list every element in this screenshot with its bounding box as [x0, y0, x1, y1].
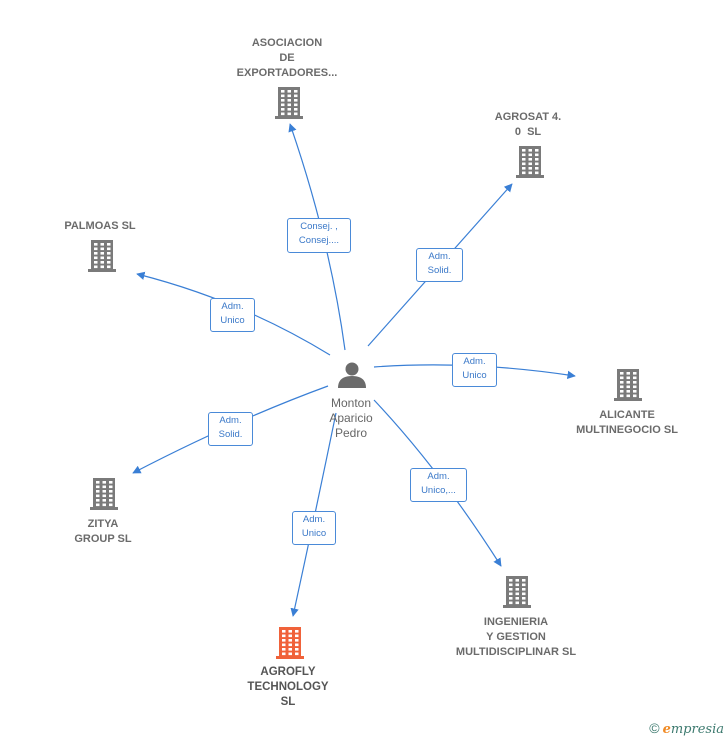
company-name-line: EXPORTADORES... [236, 67, 338, 79]
person-name-line: Pedro [334, 426, 368, 440]
company-name-line: GROUP SL [74, 533, 132, 545]
relation-label-line: Adm. [302, 514, 326, 525]
building-icon[interactable] [90, 478, 118, 510]
company-name-ingenieria[interactable]: INGENIERIA Y GESTION MULTIDISCIPLINAR SL [436, 615, 596, 660]
company-name-line: ZITYA [87, 518, 119, 530]
relation-label-line: Adm. [219, 415, 242, 426]
building-icon[interactable] [516, 146, 544, 178]
relation-label-ingenieria[interactable]: Adm. Unico,... [410, 468, 467, 502]
relation-label-line: Adm. [221, 301, 244, 312]
relation-label-alicante[interactable]: Adm. Unico [452, 353, 497, 387]
company-name-alicante[interactable]: ALICANTE MULTINEGOCIO SL [547, 408, 707, 438]
building-icon[interactable] [614, 369, 642, 401]
company-name-agrosat[interactable]: AGROSAT 4. 0 SL [448, 110, 608, 140]
relation-label-asociacion[interactable]: Consej. , Consej.... [287, 218, 351, 253]
company-name-line: ASOCIACION [251, 37, 323, 49]
building-icon[interactable] [88, 240, 116, 272]
relation-label-agrofly[interactable]: Adm. Unico [292, 511, 336, 545]
copyright-symbol: © [649, 720, 660, 736]
building-icon[interactable] [275, 87, 303, 119]
person-icon[interactable] [338, 362, 366, 389]
company-name-line: MULTIDISCIPLINAR SL [455, 646, 577, 658]
company-name-line: 0 SL [514, 126, 542, 138]
relation-label-line: Solid. [218, 429, 243, 440]
company-name-line: INGENIERIA [483, 616, 549, 628]
relation-label-line: Unico [220, 315, 245, 326]
company-name-line: DE [279, 52, 295, 64]
brand-name: mpresia [670, 722, 724, 737]
company-name-line: SL [280, 696, 296, 708]
company-name-line: AGROSAT 4. [494, 111, 562, 123]
relation-label-line: Unico [301, 528, 327, 539]
building-icon[interactable] [503, 576, 531, 608]
relation-label-line: Adm. [428, 251, 451, 262]
company-name-zitya[interactable]: ZITYA GROUP SL [23, 517, 183, 547]
company-name-palmoas[interactable]: PALMOAS SL [20, 219, 180, 234]
company-name-line: MULTINEGOCIO SL [576, 424, 678, 436]
relation-label-line: Solid. [427, 265, 452, 276]
relation-label-line: Adm. [427, 471, 450, 482]
company-name-line: ALICANTE [599, 409, 655, 421]
relation-label-line: Consej. , [300, 221, 338, 232]
company-name-asociacion[interactable]: ASOCIACION DE EXPORTADORES... [207, 36, 367, 81]
relation-label-line: Consej.... [298, 235, 340, 246]
brand-logo-letter: e [662, 722, 671, 737]
footer-brand: ©empresia [649, 720, 724, 737]
company-name-agrofly[interactable]: AGROFLY TECHNOLOGY SL [208, 665, 368, 710]
relation-label-palmoas[interactable]: Adm. Unico [210, 298, 255, 332]
company-name-line: TECHNOLOGY [247, 681, 329, 693]
relation-label-zitya[interactable]: Adm. Solid. [208, 412, 253, 446]
relation-label-line: Unico [462, 370, 487, 381]
relation-label-agrosat[interactable]: Adm. Solid. [416, 248, 463, 282]
building-icon[interactable] [276, 627, 304, 659]
relation-label-line: Unico,... [421, 485, 456, 496]
company-name-line: PALMOAS SL [64, 220, 136, 232]
company-name-line: Y GESTION [486, 631, 546, 643]
person-name-line: Aparicio [329, 411, 373, 425]
person-name-line: Monton [330, 396, 372, 410]
company-name-line: AGROFLY [260, 666, 316, 678]
relation-label-line: Adm. [463, 356, 486, 367]
